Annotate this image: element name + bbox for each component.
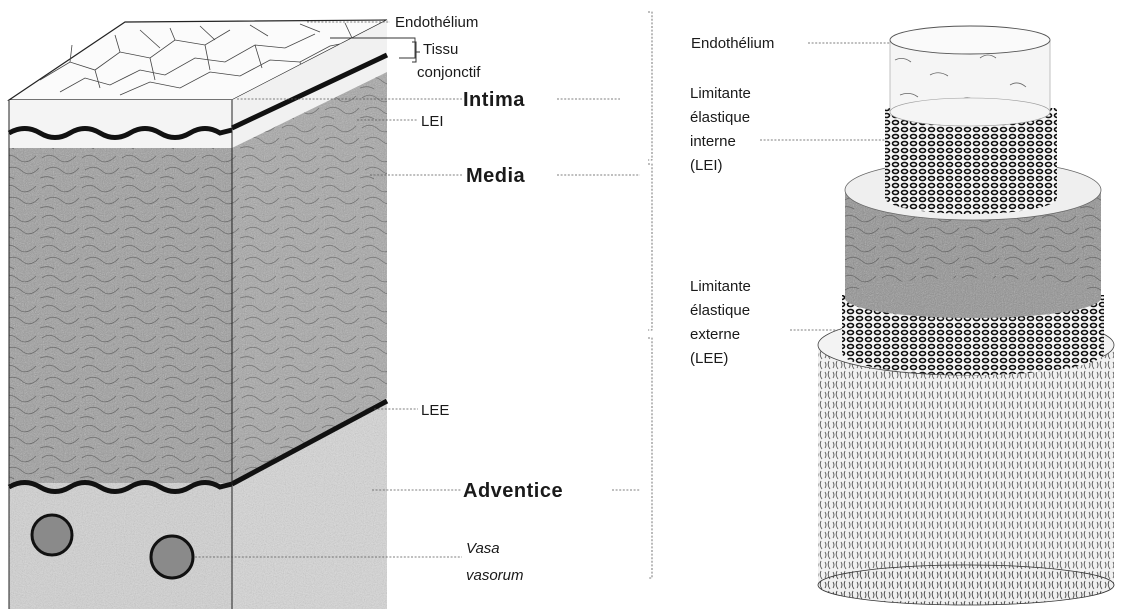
layer-brackets bbox=[648, 12, 652, 578]
label-lee-full: Limitante élastique externe (LEE) bbox=[690, 278, 751, 367]
wall-block bbox=[9, 20, 387, 609]
label-tissu: Tissu bbox=[423, 41, 458, 58]
label-endothelium: Endothélium bbox=[395, 14, 478, 31]
label-lei-line-4: (LEI) bbox=[690, 157, 723, 174]
label-conjonctif: conjonctif bbox=[417, 64, 481, 81]
label-vasorum: vasorum bbox=[466, 567, 524, 584]
endothelium-cylinder bbox=[890, 26, 1050, 126]
label-vasa: Vasa bbox=[466, 540, 500, 557]
media-cells-front bbox=[9, 148, 232, 483]
label-endothelium-right: Endothélium bbox=[691, 35, 774, 52]
label-media: Media bbox=[466, 165, 526, 187]
label-adventice: Adventice bbox=[463, 480, 563, 502]
vasa-vasorum-vessel bbox=[32, 515, 72, 555]
label-intima: Intima bbox=[463, 89, 525, 111]
label-lee-line-1: Limitante bbox=[690, 278, 751, 295]
label-lei: LEI bbox=[421, 113, 444, 130]
vasa-vasorum-vessel bbox=[151, 536, 193, 578]
vessel-cylinder bbox=[818, 26, 1114, 605]
label-lee-line-3: externe bbox=[690, 326, 740, 343]
label-lei-line-2: élastique bbox=[690, 109, 750, 126]
label-lee-line-2: élastique bbox=[690, 302, 750, 319]
intima-front bbox=[9, 100, 232, 148]
label-lee-line-4: (LEE) bbox=[690, 350, 728, 367]
label-lei-line-1: Limitante bbox=[690, 85, 751, 102]
label-lei-full: Limitante élastique interne (LEI) bbox=[690, 85, 751, 174]
tissu-bracket bbox=[412, 42, 420, 62]
label-lei-line-3: interne bbox=[690, 133, 736, 150]
label-lee: LEE bbox=[421, 402, 449, 419]
